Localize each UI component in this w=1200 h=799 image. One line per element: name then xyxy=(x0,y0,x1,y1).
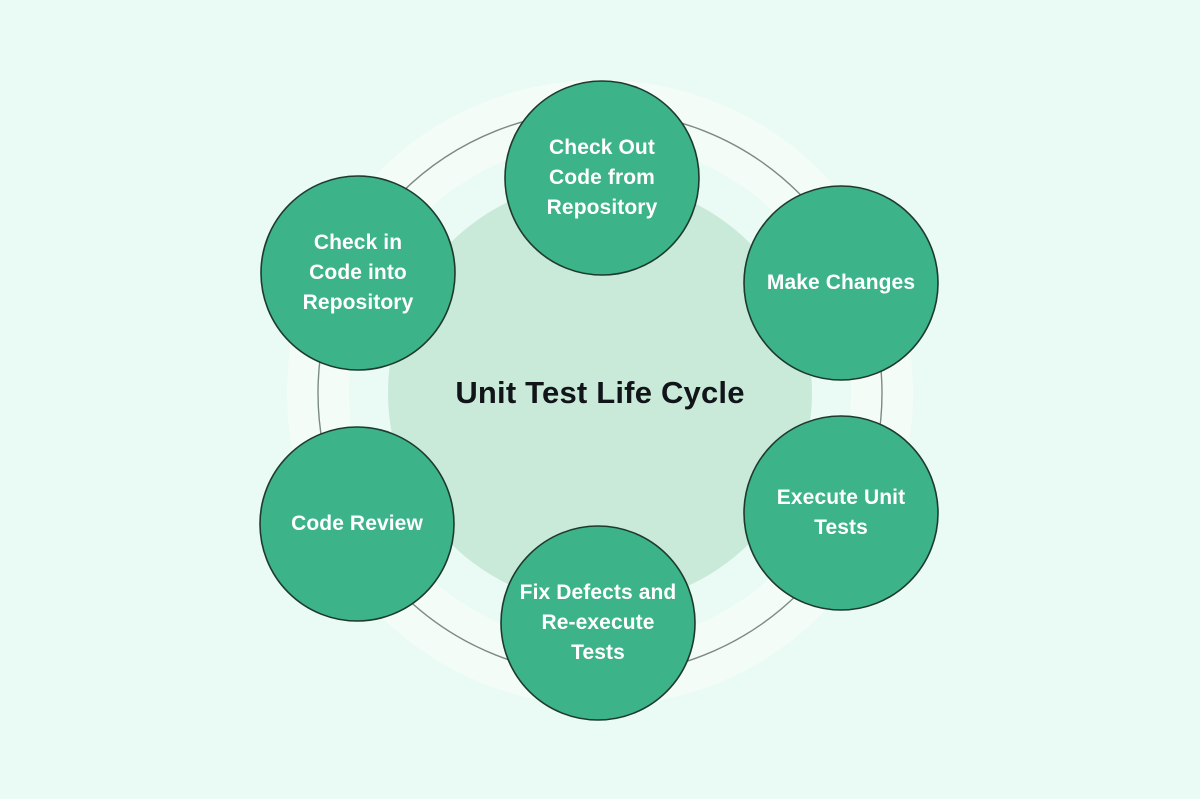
node-circle-fix-defects[interactable] xyxy=(500,525,696,721)
node-circle-check-out-code[interactable] xyxy=(504,80,700,276)
node-circle-check-in-code[interactable] xyxy=(260,175,456,371)
node-make-changes[interactable] xyxy=(743,185,939,381)
node-check-in-code[interactable] xyxy=(260,175,456,371)
inner-disc xyxy=(388,181,812,605)
node-code-review[interactable] xyxy=(259,426,455,622)
node-circle-code-review[interactable] xyxy=(259,426,455,622)
diagram-center-title: Unit Test Life Cycle xyxy=(455,375,745,410)
node-circle-make-changes[interactable] xyxy=(743,185,939,381)
node-check-out-code[interactable] xyxy=(504,80,700,276)
node-fix-defects[interactable] xyxy=(500,525,696,721)
node-circle-execute-unit-tests[interactable] xyxy=(743,415,939,611)
node-execute-unit-tests[interactable] xyxy=(743,415,939,611)
